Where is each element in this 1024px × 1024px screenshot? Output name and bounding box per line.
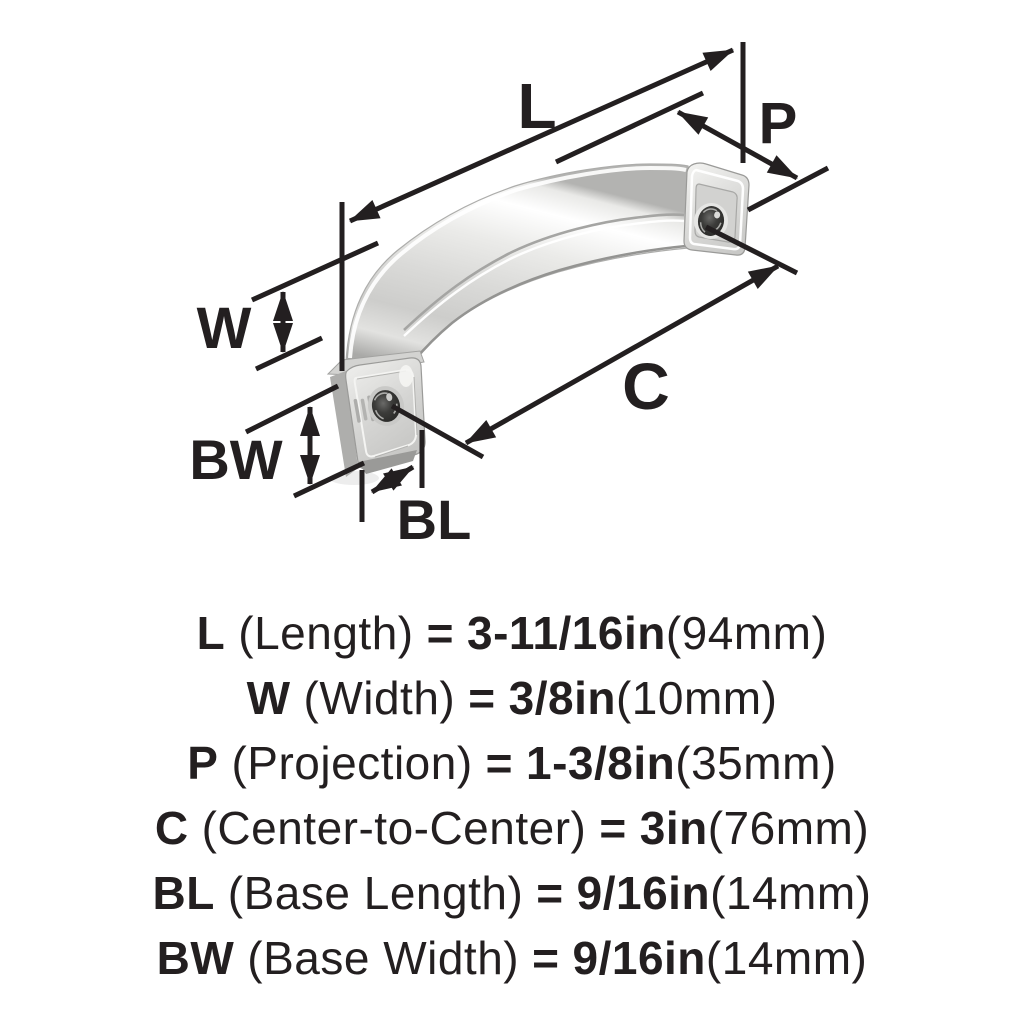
extension-line-center-right	[704, 224, 799, 276]
screw-hole-left	[367, 386, 405, 426]
spec-line-projection: P (Projection) = 1-3/8in(35mm)	[0, 731, 1024, 796]
spec-name: (Center-to-Center)	[201, 802, 587, 854]
spec-value: 3/8in	[508, 672, 616, 724]
spec-value: 1-3/8in	[526, 737, 676, 789]
dimension-label-w: W	[197, 296, 252, 361]
spec-key: P	[187, 737, 219, 789]
spec-name: (Width)	[303, 672, 456, 724]
spec-metric: (14mm)	[710, 867, 872, 919]
spec-value-group: 9/16in(14mm)	[577, 861, 872, 926]
extension-line-projection-lower	[746, 165, 830, 213]
spec-equals: =	[536, 867, 564, 919]
dimension-label-bw: BW	[189, 428, 282, 491]
spec-key: W	[246, 672, 291, 724]
dimension-label-p: P	[759, 91, 798, 156]
dimension-arrow-center-to-center	[464, 263, 780, 446]
spec-equals: =	[485, 737, 514, 789]
spec-equals: =	[468, 672, 496, 724]
spec-key: C	[154, 802, 189, 854]
spec-name: (Base Width)	[247, 932, 520, 984]
extension-line-width-upper	[250, 240, 380, 303]
spec-metric: (35mm)	[675, 737, 837, 789]
left-base-side	[330, 371, 358, 477]
spec-line-base-length: BL (Base Length) = 9/16in(14mm)	[0, 861, 1024, 926]
extension-line-basewidth-upper	[244, 383, 340, 435]
spec-line-length: L (Length) = 3-11/16in(94mm)	[0, 601, 1024, 666]
spec-value-group: 1-3/8in(35mm)	[526, 731, 837, 796]
spec-name: (Projection)	[231, 737, 473, 789]
spec-name: (Base Length)	[227, 867, 524, 919]
extension-line-width-lower	[254, 335, 324, 372]
extension-line-projection-upper	[554, 90, 705, 165]
spec-equals: =	[599, 802, 627, 854]
dimension-label-c: C	[622, 349, 670, 423]
spec-name: (Length)	[238, 607, 414, 659]
spec-metric: (10mm)	[615, 672, 778, 724]
spec-line-base-width: BW (Base Width) = 9/16in(14mm)	[0, 926, 1024, 991]
dimension-lines	[244, 42, 830, 522]
handle-illustration	[326, 162, 750, 485]
spec-value-group: 3-11/16in(94mm)	[467, 601, 827, 666]
spec-line-width: W (Width) = 3/8in(10mm)	[0, 666, 1024, 731]
dimension-label-bl: BL	[397, 488, 472, 551]
dimension-labels: L P W C BW BL	[189, 70, 797, 551]
spec-line-center-to-center: C (Center-to-Center) = 3in(76mm)	[0, 796, 1024, 861]
extension-line-basewidth-lower	[292, 460, 366, 499]
extension-line-center-left	[390, 403, 485, 460]
spec-value-group: 9/16in(14mm)	[573, 926, 868, 991]
handle-bar	[345, 163, 689, 365]
spec-metric: (76mm)	[707, 802, 870, 854]
spec-key: BL	[152, 867, 215, 919]
spec-value: 9/16in	[576, 867, 711, 919]
spec-equals: =	[532, 932, 560, 984]
left-base	[326, 350, 426, 477]
spec-value: 9/16in	[572, 932, 706, 984]
dimension-label-l: L	[517, 70, 556, 142]
spec-key: BW	[156, 932, 235, 984]
spec-value-group: 3in(76mm)	[640, 796, 869, 861]
spec-metric: (94mm)	[665, 607, 828, 659]
dimension-arrow-projection	[676, 109, 799, 181]
spec-equals: =	[426, 607, 454, 659]
left-base-glint	[399, 365, 413, 387]
spec-value: 3-11/16in	[467, 607, 666, 659]
spec-value: 3in	[639, 802, 708, 854]
spec-metric: (14mm)	[705, 932, 868, 984]
dimension-specs: L (Length) = 3-11/16in(94mm) W (Width) =…	[0, 601, 1024, 991]
spec-value-group: 3/8in(10mm)	[509, 666, 778, 731]
dimension-arrow-length	[348, 47, 735, 224]
spec-key: L	[196, 607, 226, 659]
dimension-arrow-baselength	[370, 464, 415, 495]
